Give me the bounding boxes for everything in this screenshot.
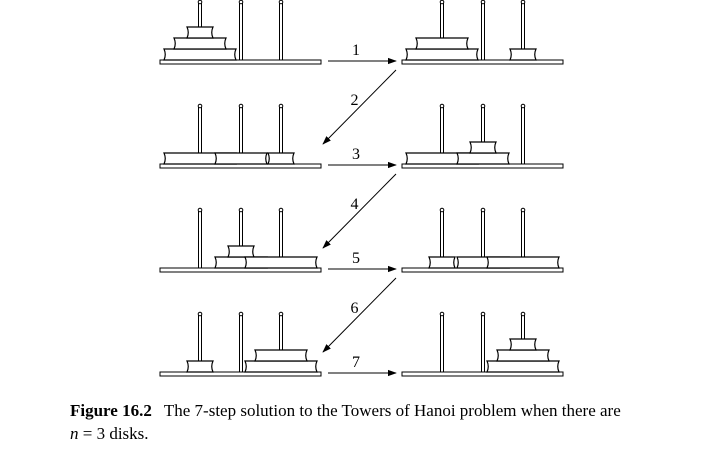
rod-tip — [197, 311, 203, 317]
rod-tip — [520, 311, 526, 317]
caption-text-line1: The 7-step solution to the Towers of Han… — [163, 401, 621, 420]
disk — [186, 26, 214, 39]
disk — [244, 256, 318, 269]
rod-tip — [197, 0, 203, 5]
disk — [254, 349, 308, 362]
disk — [244, 360, 318, 373]
figure-label: Figure 16.2 — [70, 401, 152, 420]
disk — [186, 360, 214, 373]
towers-of-hanoi-diagram: 1 3 5 7 2 4 6 — [159, 0, 564, 377]
disk — [509, 48, 537, 61]
rod — [198, 209, 202, 269]
disk — [496, 349, 550, 362]
rod — [279, 1, 283, 61]
disk — [486, 360, 560, 373]
disk — [456, 152, 510, 165]
rod-tip — [278, 103, 284, 109]
move-arrow — [322, 173, 397, 249]
rod — [481, 1, 485, 61]
step-number: 6 — [351, 300, 359, 317]
rod-tip — [439, 207, 445, 213]
rod — [440, 313, 444, 373]
disk — [469, 141, 497, 154]
rod-tip — [238, 207, 244, 213]
step-number: 4 — [351, 196, 359, 213]
move-arrow — [322, 69, 397, 145]
move-arrow — [322, 277, 397, 353]
rod-tip — [520, 0, 526, 5]
rod-tip — [439, 311, 445, 317]
rod-tip — [520, 103, 526, 109]
step-number: 7 — [352, 354, 360, 371]
disk — [428, 256, 456, 269]
step-number: 1 — [352, 42, 360, 59]
rod — [239, 1, 243, 61]
step-number: 3 — [352, 146, 360, 163]
step-number: 5 — [352, 250, 360, 267]
rod-tip — [480, 311, 486, 317]
rod — [521, 105, 525, 165]
rod-tip — [480, 103, 486, 109]
rod-tip — [197, 103, 203, 109]
rod-tip — [439, 103, 445, 109]
caption-variable: n — [70, 424, 79, 443]
disk — [173, 37, 227, 50]
rod-tip — [278, 0, 284, 5]
caption-text-rest: = 3 disks. — [78, 424, 149, 443]
disk — [415, 37, 469, 50]
rod-tip — [278, 207, 284, 213]
disk — [267, 152, 295, 165]
rod-tip — [197, 207, 203, 213]
disk — [227, 245, 255, 258]
figure-caption: Figure 16.2 The 7-step solution to the To… — [70, 399, 670, 445]
rod-tip — [439, 0, 445, 5]
rod-tip — [278, 311, 284, 317]
rod-tip — [480, 207, 486, 213]
disk — [405, 48, 479, 61]
rod-tip — [520, 207, 526, 213]
rod-tip — [238, 103, 244, 109]
rod — [481, 313, 485, 373]
rod-tip — [238, 0, 244, 5]
disk — [509, 338, 537, 351]
disk — [214, 152, 268, 165]
disk — [163, 48, 237, 61]
disk — [486, 256, 560, 269]
rod-tip — [238, 311, 244, 317]
step-number: 2 — [351, 92, 359, 109]
rod — [239, 313, 243, 373]
rod-tip — [480, 0, 486, 5]
